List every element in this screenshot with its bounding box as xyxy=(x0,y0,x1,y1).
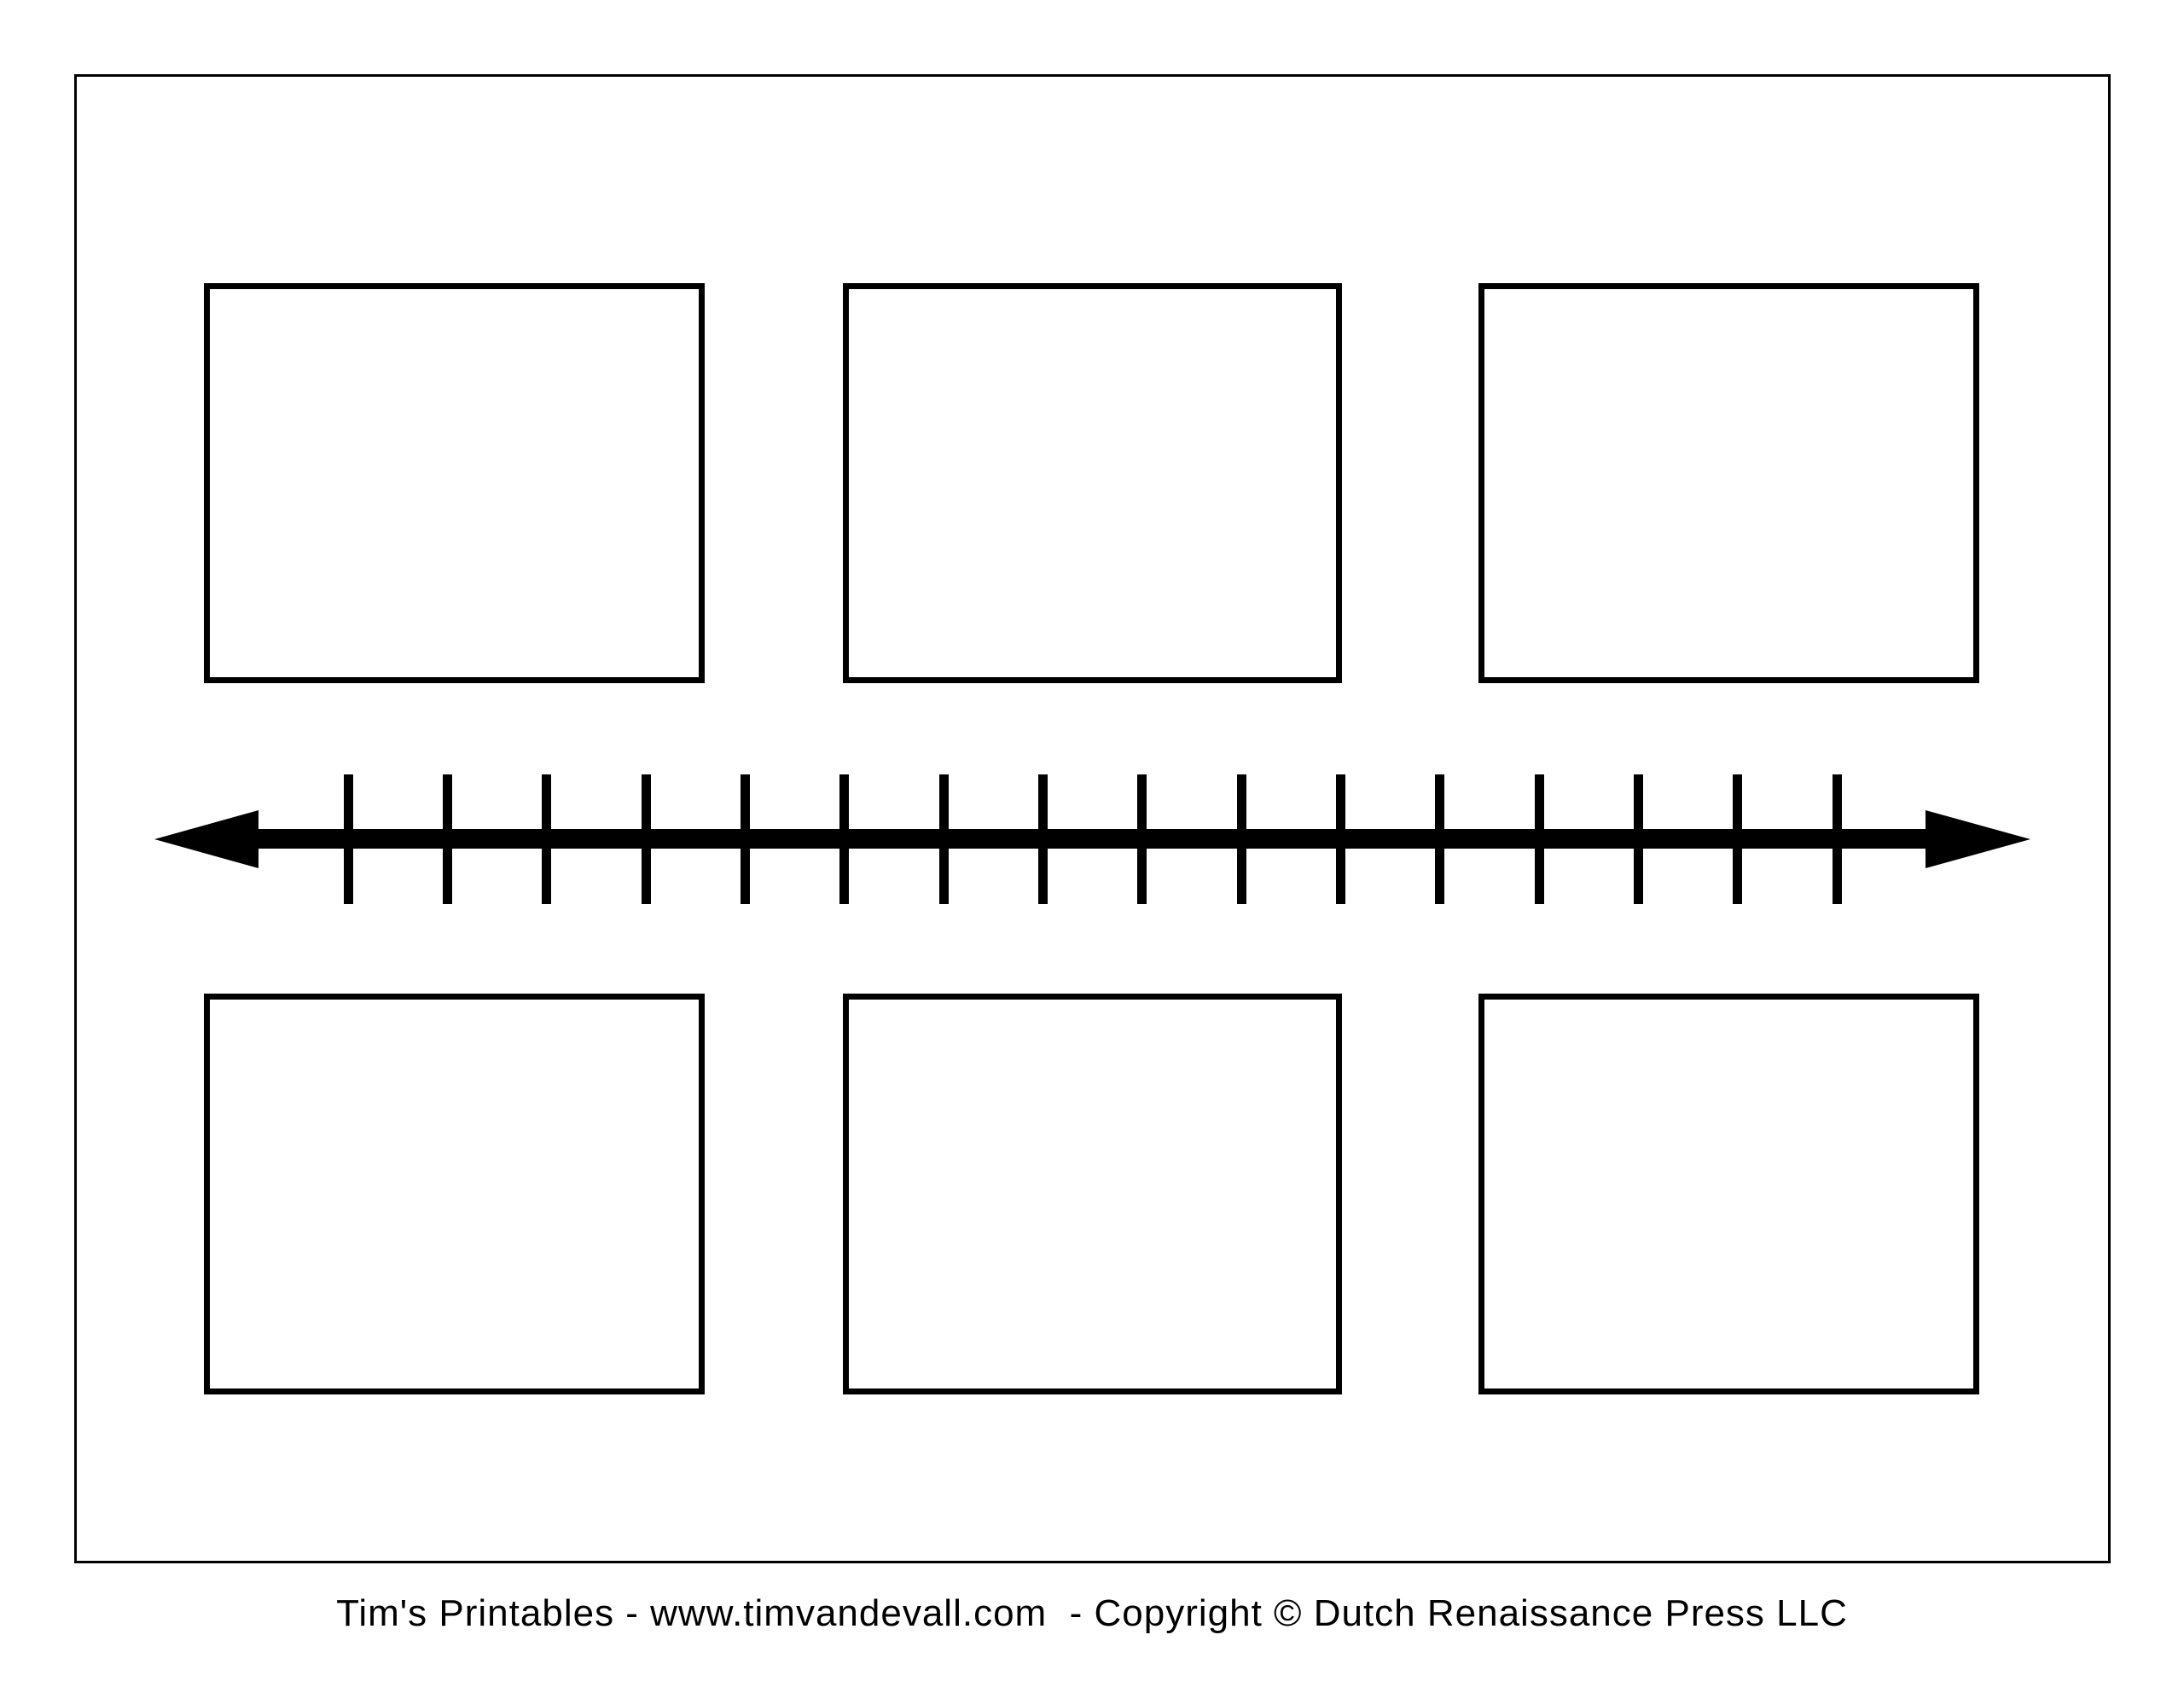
page-border xyxy=(74,74,2111,1563)
tick-mark xyxy=(442,774,452,904)
tick-mark xyxy=(1832,774,1842,904)
tick-mark xyxy=(1435,774,1445,904)
tick-mark xyxy=(542,774,552,904)
tick-mark xyxy=(938,774,949,904)
tick-mark xyxy=(1534,774,1544,904)
timeline-bar xyxy=(239,829,1945,849)
tick-mark xyxy=(839,774,850,904)
footer-credit: Tim's Printables - www.timvandevall.com … xyxy=(336,1592,1848,1634)
right-arrowhead-icon xyxy=(1926,810,2030,868)
event-box-top-1 xyxy=(204,283,705,683)
tick-mark xyxy=(343,774,353,904)
event-box-bottom-1 xyxy=(204,994,705,1394)
event-box-bottom-2 xyxy=(843,994,1342,1394)
tick-mark xyxy=(1236,774,1246,904)
event-box-bottom-3 xyxy=(1478,994,1979,1394)
tick-mark xyxy=(1633,774,1643,904)
event-box-top-2 xyxy=(843,283,1342,683)
tick-mark xyxy=(1335,774,1345,904)
tick-mark xyxy=(641,774,651,904)
tick-mark xyxy=(1137,774,1147,904)
tick-mark xyxy=(1733,774,1743,904)
event-box-top-3 xyxy=(1478,283,1979,683)
tick-mark xyxy=(740,774,750,904)
tick-mark xyxy=(1037,774,1048,904)
